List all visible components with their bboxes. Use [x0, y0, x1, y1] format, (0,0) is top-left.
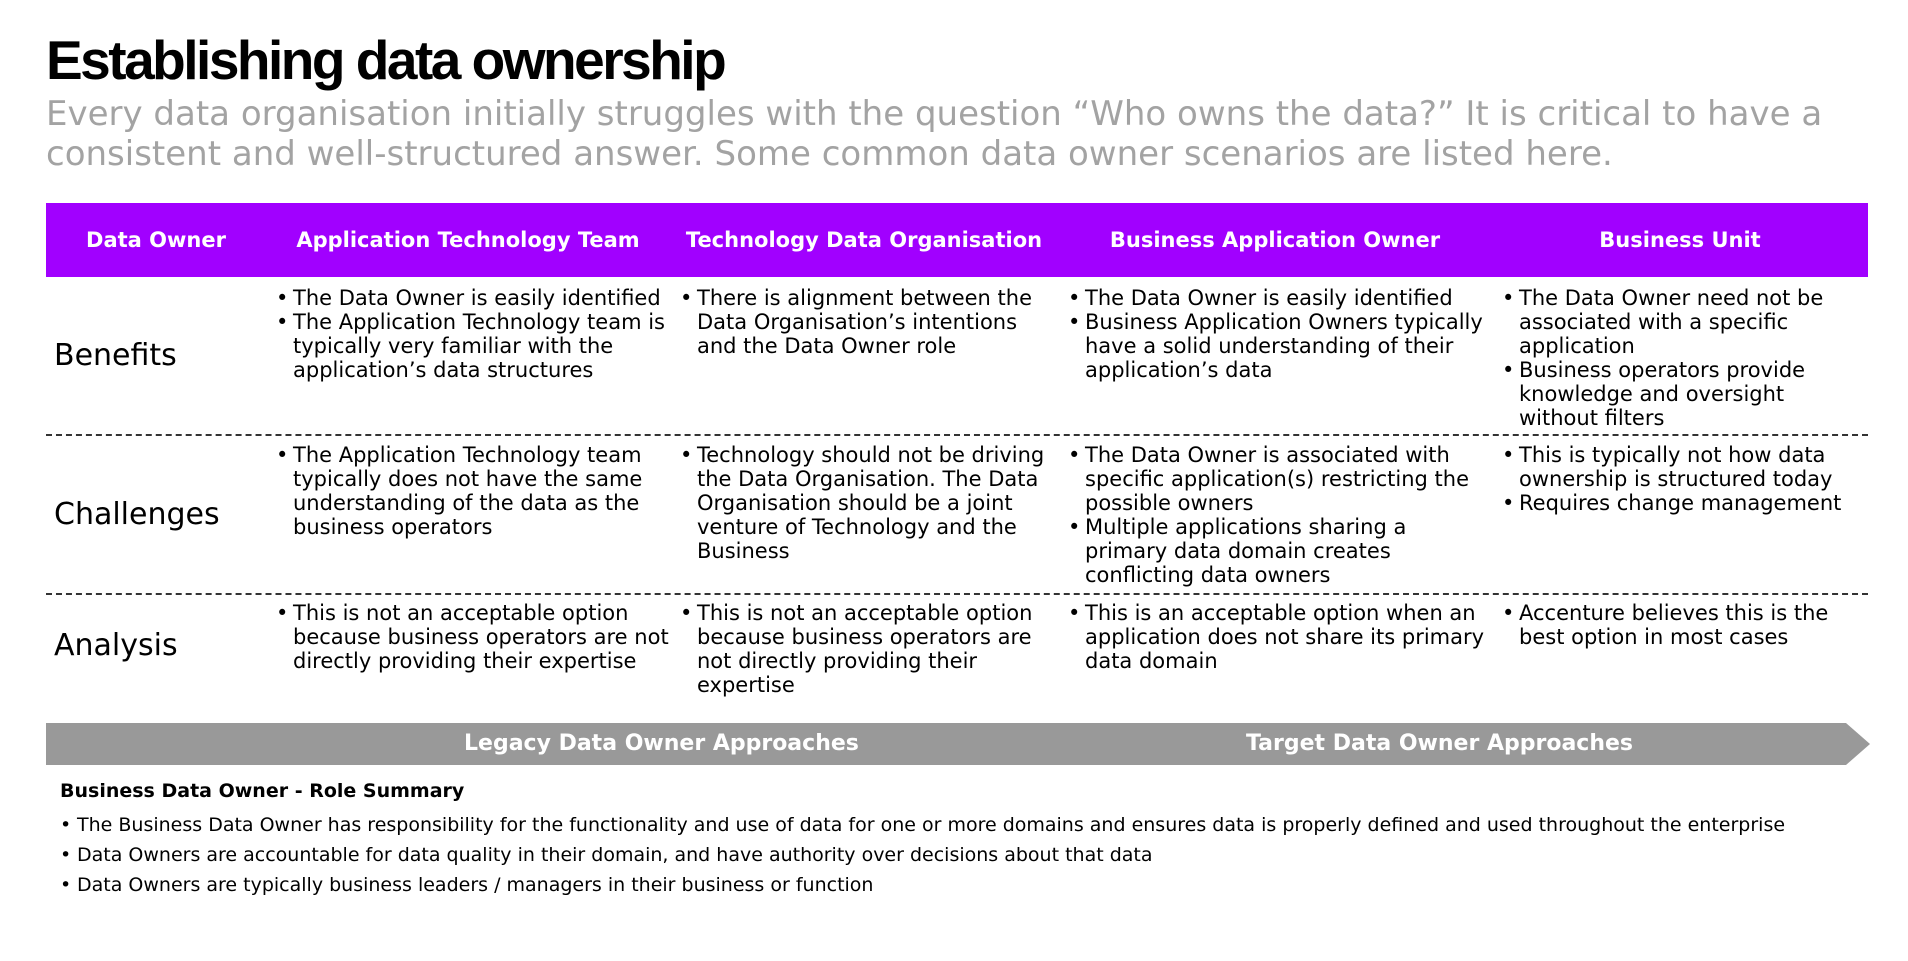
role-summary: Business Data Owner - Role Summary The B…: [60, 778, 1785, 900]
header-data-owner: Data Owner: [86, 228, 226, 252]
list-item: The Data Owner is associated with specif…: [1064, 443, 1492, 515]
challenges-business-app-owner: The Data Owner is associated with specif…: [1058, 436, 1492, 593]
role-summary-heading: Business Data Owner - Role Summary: [60, 780, 465, 802]
analysis-tech-data-org: This is not an acceptable option because…: [670, 595, 1058, 722]
benefits-app-tech-team: The Data Owner is easily identified The …: [266, 277, 670, 434]
list-item: The Data Owner need not be associated wi…: [1498, 286, 1868, 358]
list-item: Business operators provide knowledge and…: [1498, 358, 1868, 430]
list-item: The Application Technology team typicall…: [272, 443, 670, 539]
approaches-arrow: Legacy Data Owner Approaches Target Data…: [46, 723, 1870, 765]
benefits-tech-data-org: There is alignment between the Data Orga…: [670, 277, 1058, 434]
arrow-shape: [46, 723, 1870, 765]
list-item: The Business Data Owner has responsibili…: [60, 810, 1785, 840]
list-item: This is typically not how data ownership…: [1498, 443, 1868, 491]
row-label-benefits: Benefits: [54, 338, 177, 373]
header-business-unit: Business Unit: [1599, 228, 1761, 252]
page-title: Establishing data ownership: [46, 29, 727, 91]
table-row-challenges: Challenges The Application Technology te…: [46, 436, 1868, 595]
benefits-business-unit: The Data Owner need not be associated wi…: [1492, 277, 1868, 434]
list-item: This is an acceptable option when an app…: [1064, 601, 1492, 673]
table-header: Data Owner Application Technology Team T…: [46, 203, 1868, 277]
data-owner-table: Data Owner Application Technology Team T…: [46, 203, 1868, 722]
challenges-business-unit: This is typically not how data ownership…: [1492, 436, 1868, 593]
list-item: Accenture believes this is the best opti…: [1498, 601, 1868, 649]
list-item: Requires change management: [1498, 491, 1868, 515]
challenges-tech-data-org: Technology should not be driving the Dat…: [670, 436, 1058, 593]
row-label-analysis: Analysis: [54, 628, 178, 663]
legacy-approaches-label: Legacy Data Owner Approaches: [464, 731, 859, 756]
role-summary-list: The Business Data Owner has responsibili…: [60, 810, 1785, 900]
row-label-challenges: Challenges: [54, 497, 220, 532]
benefits-business-app-owner: The Data Owner is easily identified Busi…: [1058, 277, 1492, 434]
header-business-application-owner: Business Application Owner: [1109, 228, 1441, 252]
list-item: This is not an acceptable option because…: [272, 601, 670, 673]
page-subtitle: Every data organisation initially strugg…: [46, 94, 1823, 174]
list-item: This is not an acceptable option because…: [676, 601, 1058, 697]
list-item: Multiple applications sharing a primary …: [1064, 515, 1492, 587]
challenges-app-tech-team: The Application Technology team typicall…: [266, 436, 670, 593]
header-application-technology-team: Application Technology Team: [296, 228, 640, 252]
list-item: There is alignment between the Data Orga…: [676, 286, 1058, 358]
target-approaches-label: Target Data Owner Approaches: [1246, 731, 1634, 756]
list-item: The Data Owner is easily identified: [272, 286, 670, 310]
table-row-benefits: Benefits The Data Owner is easily identi…: [46, 277, 1868, 436]
list-item: Technology should not be driving the Dat…: [676, 443, 1058, 563]
list-item: Data Owners are typically business leade…: [60, 870, 1785, 900]
analysis-app-tech-team: This is not an acceptable option because…: [266, 595, 670, 722]
analysis-business-unit: Accenture believes this is the best opti…: [1492, 595, 1868, 722]
list-item: The Application Technology team is typic…: [272, 310, 670, 382]
list-item: Data Owners are accountable for data qua…: [60, 840, 1785, 870]
header-technology-data-organisation: Technology Data Organisation: [685, 228, 1043, 252]
analysis-business-app-owner: This is an acceptable option when an app…: [1058, 595, 1492, 722]
list-item: Business Application Owners typically ha…: [1064, 310, 1492, 382]
list-item: The Data Owner is easily identified: [1064, 286, 1492, 310]
table-row-analysis: Analysis This is not an acceptable optio…: [46, 595, 1868, 722]
